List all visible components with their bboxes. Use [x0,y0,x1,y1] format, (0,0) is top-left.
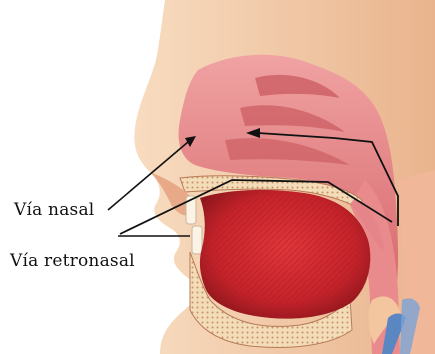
orthonasal-label: Vía nasal [14,200,94,220]
lower-incisor [192,226,202,254]
retronasal-label: Vía retronasal [10,251,135,271]
tongue-texture [200,190,370,319]
